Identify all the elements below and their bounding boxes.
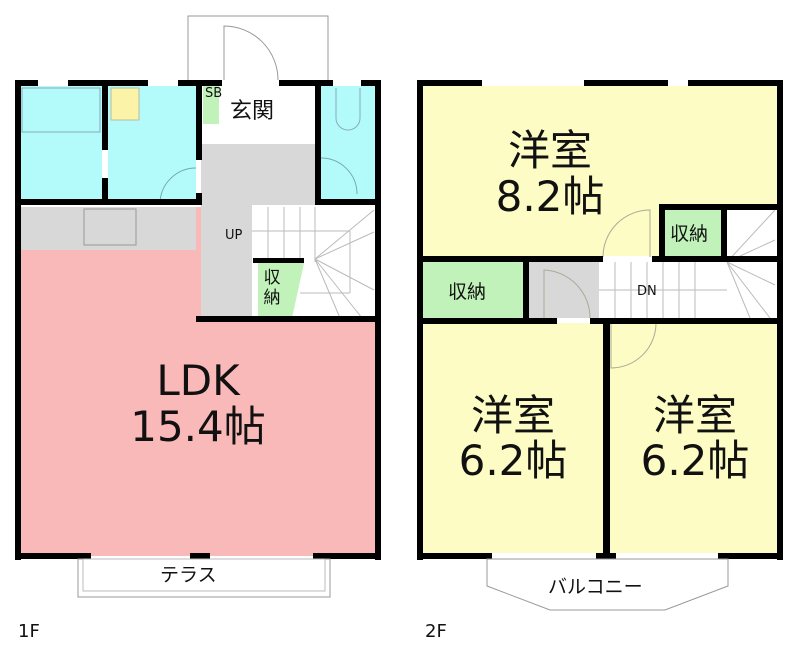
storage-1f-label: 収納 bbox=[263, 268, 281, 308]
ldk-label: LDK bbox=[156, 356, 240, 405]
wash-basin bbox=[110, 87, 140, 121]
storage-2f-1-label: 収納 bbox=[670, 223, 709, 245]
entrance-fill bbox=[201, 86, 315, 144]
ldk-fill-b bbox=[196, 322, 376, 556]
stairs-down-label: DN bbox=[637, 284, 657, 299]
ldk-size: 15.4帖 bbox=[130, 402, 266, 451]
western-room-1-size: 8.2帖 bbox=[495, 172, 605, 221]
storage-1f-fill bbox=[258, 263, 304, 318]
floor-label-2f: 2F bbox=[425, 621, 447, 642]
bathtub bbox=[21, 87, 101, 133]
stairs-up-label: UP bbox=[225, 228, 243, 243]
western-room-1-label: 洋室 bbox=[507, 126, 592, 175]
western-room-3-label: 洋室 bbox=[652, 391, 737, 440]
western-room-2-size: 6.2帖 bbox=[458, 436, 568, 485]
balcony-label: バルコニー bbox=[548, 576, 643, 598]
entrance-porch bbox=[187, 15, 329, 83]
entrance-label: 玄関 bbox=[230, 99, 275, 124]
terrace-label: テラス bbox=[160, 564, 217, 586]
shoe-box-label: SB bbox=[205, 86, 223, 101]
sink bbox=[83, 208, 137, 246]
western-room-3-size: 6.2帖 bbox=[640, 436, 750, 485]
ldk-fill-a bbox=[20, 250, 196, 556]
storage-2f-2-label: 収納 bbox=[448, 281, 487, 303]
front-door-swing bbox=[223, 25, 279, 81]
western-room-2-label: 洋室 bbox=[470, 391, 555, 440]
floor-label-1f: 1F bbox=[18, 621, 40, 642]
